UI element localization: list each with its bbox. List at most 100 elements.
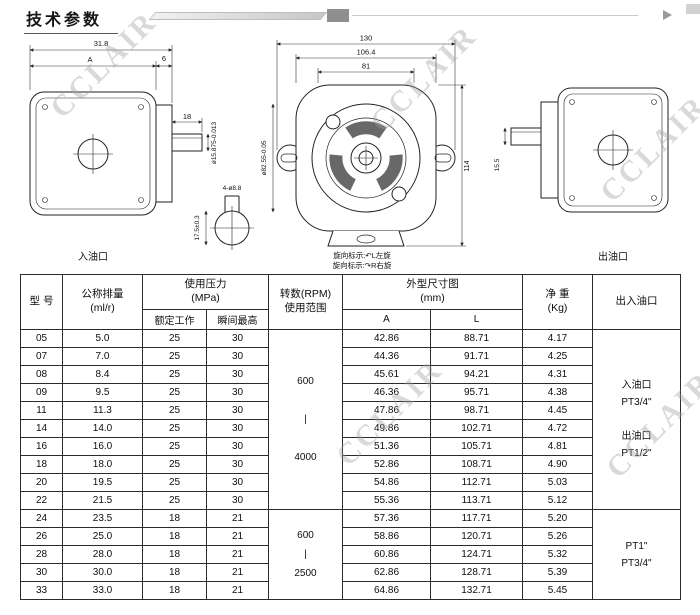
page-title: 技术参数 [24, 6, 119, 34]
model-cell: 33 [20, 581, 63, 600]
drawing-front-view [276, 84, 456, 247]
col-header-displacement-label: 公称排量 [81, 288, 124, 301]
drawing-inlet-labels: 31.8 A 6 18 ø15.875-0.013 4-ø8.8 17.5±0.… [78, 39, 242, 263]
rated-pressure-cell: 18 [142, 509, 207, 528]
dim-l-cell: 88.71 [430, 329, 523, 348]
dim-label-pilot-diameter: ø82.55-0.05 [261, 140, 268, 175]
weight-cell: 5.32 [522, 545, 593, 564]
displacement-cell: 16.0 [62, 437, 143, 456]
dim-l-cell: 132.71 [430, 581, 523, 600]
weight-cell: 5.12 [522, 491, 593, 510]
max-pressure-cell: 30 [206, 419, 269, 438]
spec-table: 型 号 公称排量 (ml/r) 使用压力 (MPa) 转数(RPM) 使用范围 [20, 274, 681, 600]
col-header-dim-a: A [342, 309, 431, 330]
rated-pressure-cell: 25 [142, 455, 207, 474]
weight-cell: 5.45 [522, 581, 593, 600]
weight-cell: 4.72 [522, 419, 593, 438]
col-header-model: 型 号 [20, 274, 63, 330]
max-pressure-cell: 30 [206, 455, 269, 474]
rated-pressure-cell: 18 [142, 527, 207, 546]
weight-cell: 5.39 [522, 563, 593, 582]
max-pressure-cell: 21 [206, 563, 269, 582]
col-header-weight-label: 净 重 [545, 288, 570, 301]
weight-cell: 5.20 [522, 509, 593, 528]
dim-a-cell: 60.86 [342, 545, 431, 564]
model-cell: 14 [20, 419, 63, 438]
weight-cell: 4.25 [522, 347, 593, 366]
max-pressure-cell: 30 [206, 347, 269, 366]
dim-a-cell: 55.36 [342, 491, 431, 510]
max-pressure-cell: 30 [206, 491, 269, 510]
dim-l-cell: 95.71 [430, 383, 523, 402]
weight-cell: 4.90 [522, 455, 593, 474]
dim-l-cell: 94.21 [430, 365, 523, 384]
weight-cell: 4.38 [522, 383, 593, 402]
displacement-cell: 9.5 [62, 383, 143, 402]
dim-l-cell: 124.71 [430, 545, 523, 564]
rotation-note-left: 旋向标示:↶L左旋 [333, 250, 391, 260]
rpm-range-cell: 600 | 2500 [268, 509, 343, 600]
oil-ports-cell: 入油口 PT3/4" 出油口 PT1/2" [592, 329, 681, 510]
displacement-cell: 7.0 [62, 347, 143, 366]
displacement-cell: 21.5 [62, 491, 143, 510]
model-cell: 11 [20, 401, 63, 420]
displacement-cell: 8.4 [62, 365, 143, 384]
dim-l-cell: 128.71 [430, 563, 523, 582]
outlet-port-label: 出油口 [598, 250, 628, 263]
model-cell: 08 [20, 365, 63, 384]
displacement-cell: 23.5 [62, 509, 143, 528]
model-cell: 26 [20, 527, 63, 546]
dim-l-cell: 102.71 [430, 419, 523, 438]
dim-label-port-depth: 17.5±0.3 [194, 215, 201, 241]
drawing-front-dimensions [271, 40, 466, 247]
inlet-port-label: 入油口 [78, 250, 108, 263]
dim-a-cell: 64.86 [342, 581, 431, 600]
dim-a-cell: 52.86 [342, 455, 431, 474]
displacement-cell: 30.0 [62, 563, 143, 582]
col-header-dimensions-unit: (mm) [420, 292, 445, 304]
weight-cell: 4.31 [522, 365, 593, 384]
dim-label-a: A [87, 55, 92, 64]
displacement-cell: 11.3 [62, 401, 143, 420]
dim-label-shaft-diameter: ø15.875-0.013 [211, 121, 218, 164]
rated-pressure-cell: 25 [142, 437, 207, 456]
dim-label-106: 106.4 [357, 48, 376, 57]
rated-pressure-cell: 18 [142, 581, 207, 600]
model-cell: 18 [20, 455, 63, 474]
model-cell: 09 [20, 383, 63, 402]
technical-drawing-canvas: 31.8 A 6 18 ø15.875-0.013 4-ø8.8 17.5±0.… [29, 34, 669, 270]
header-decoration-line [352, 15, 638, 16]
rated-pressure-cell: 18 [142, 545, 207, 564]
weight-cell: 4.81 [522, 437, 593, 456]
dim-l-cell: 108.71 [430, 455, 523, 474]
col-header-dimensions: 外型尺寸图 (mm) [342, 274, 523, 310]
dim-label-shaft-length: 15.5 [494, 158, 501, 171]
max-pressure-cell: 30 [206, 383, 269, 402]
displacement-cell: 18.0 [62, 455, 143, 474]
col-header-displacement: 公称排量 (ml/r) [62, 274, 143, 330]
drawing-inlet-dimensions [29, 45, 210, 246]
rated-pressure-cell: 25 [142, 383, 207, 402]
dim-a-cell: 49.86 [342, 419, 431, 438]
col-header-ports: 出入油口 [592, 274, 681, 330]
dim-a-cell: 46.36 [342, 383, 431, 402]
max-pressure-cell: 21 [206, 545, 269, 564]
dim-l-cell: 117.71 [430, 509, 523, 528]
max-pressure-cell: 21 [206, 581, 269, 600]
col-header-max-pressure: 瞬间最高 [206, 309, 269, 330]
dim-a-cell: 42.86 [342, 329, 431, 348]
model-cell: 24 [20, 509, 63, 528]
dim-l-cell: 105.71 [430, 437, 523, 456]
oil-ports-cell: PT1" PT3/4" [592, 509, 681, 600]
model-cell: 22 [20, 491, 63, 510]
col-header-displacement-unit: (ml/r) [90, 302, 115, 314]
